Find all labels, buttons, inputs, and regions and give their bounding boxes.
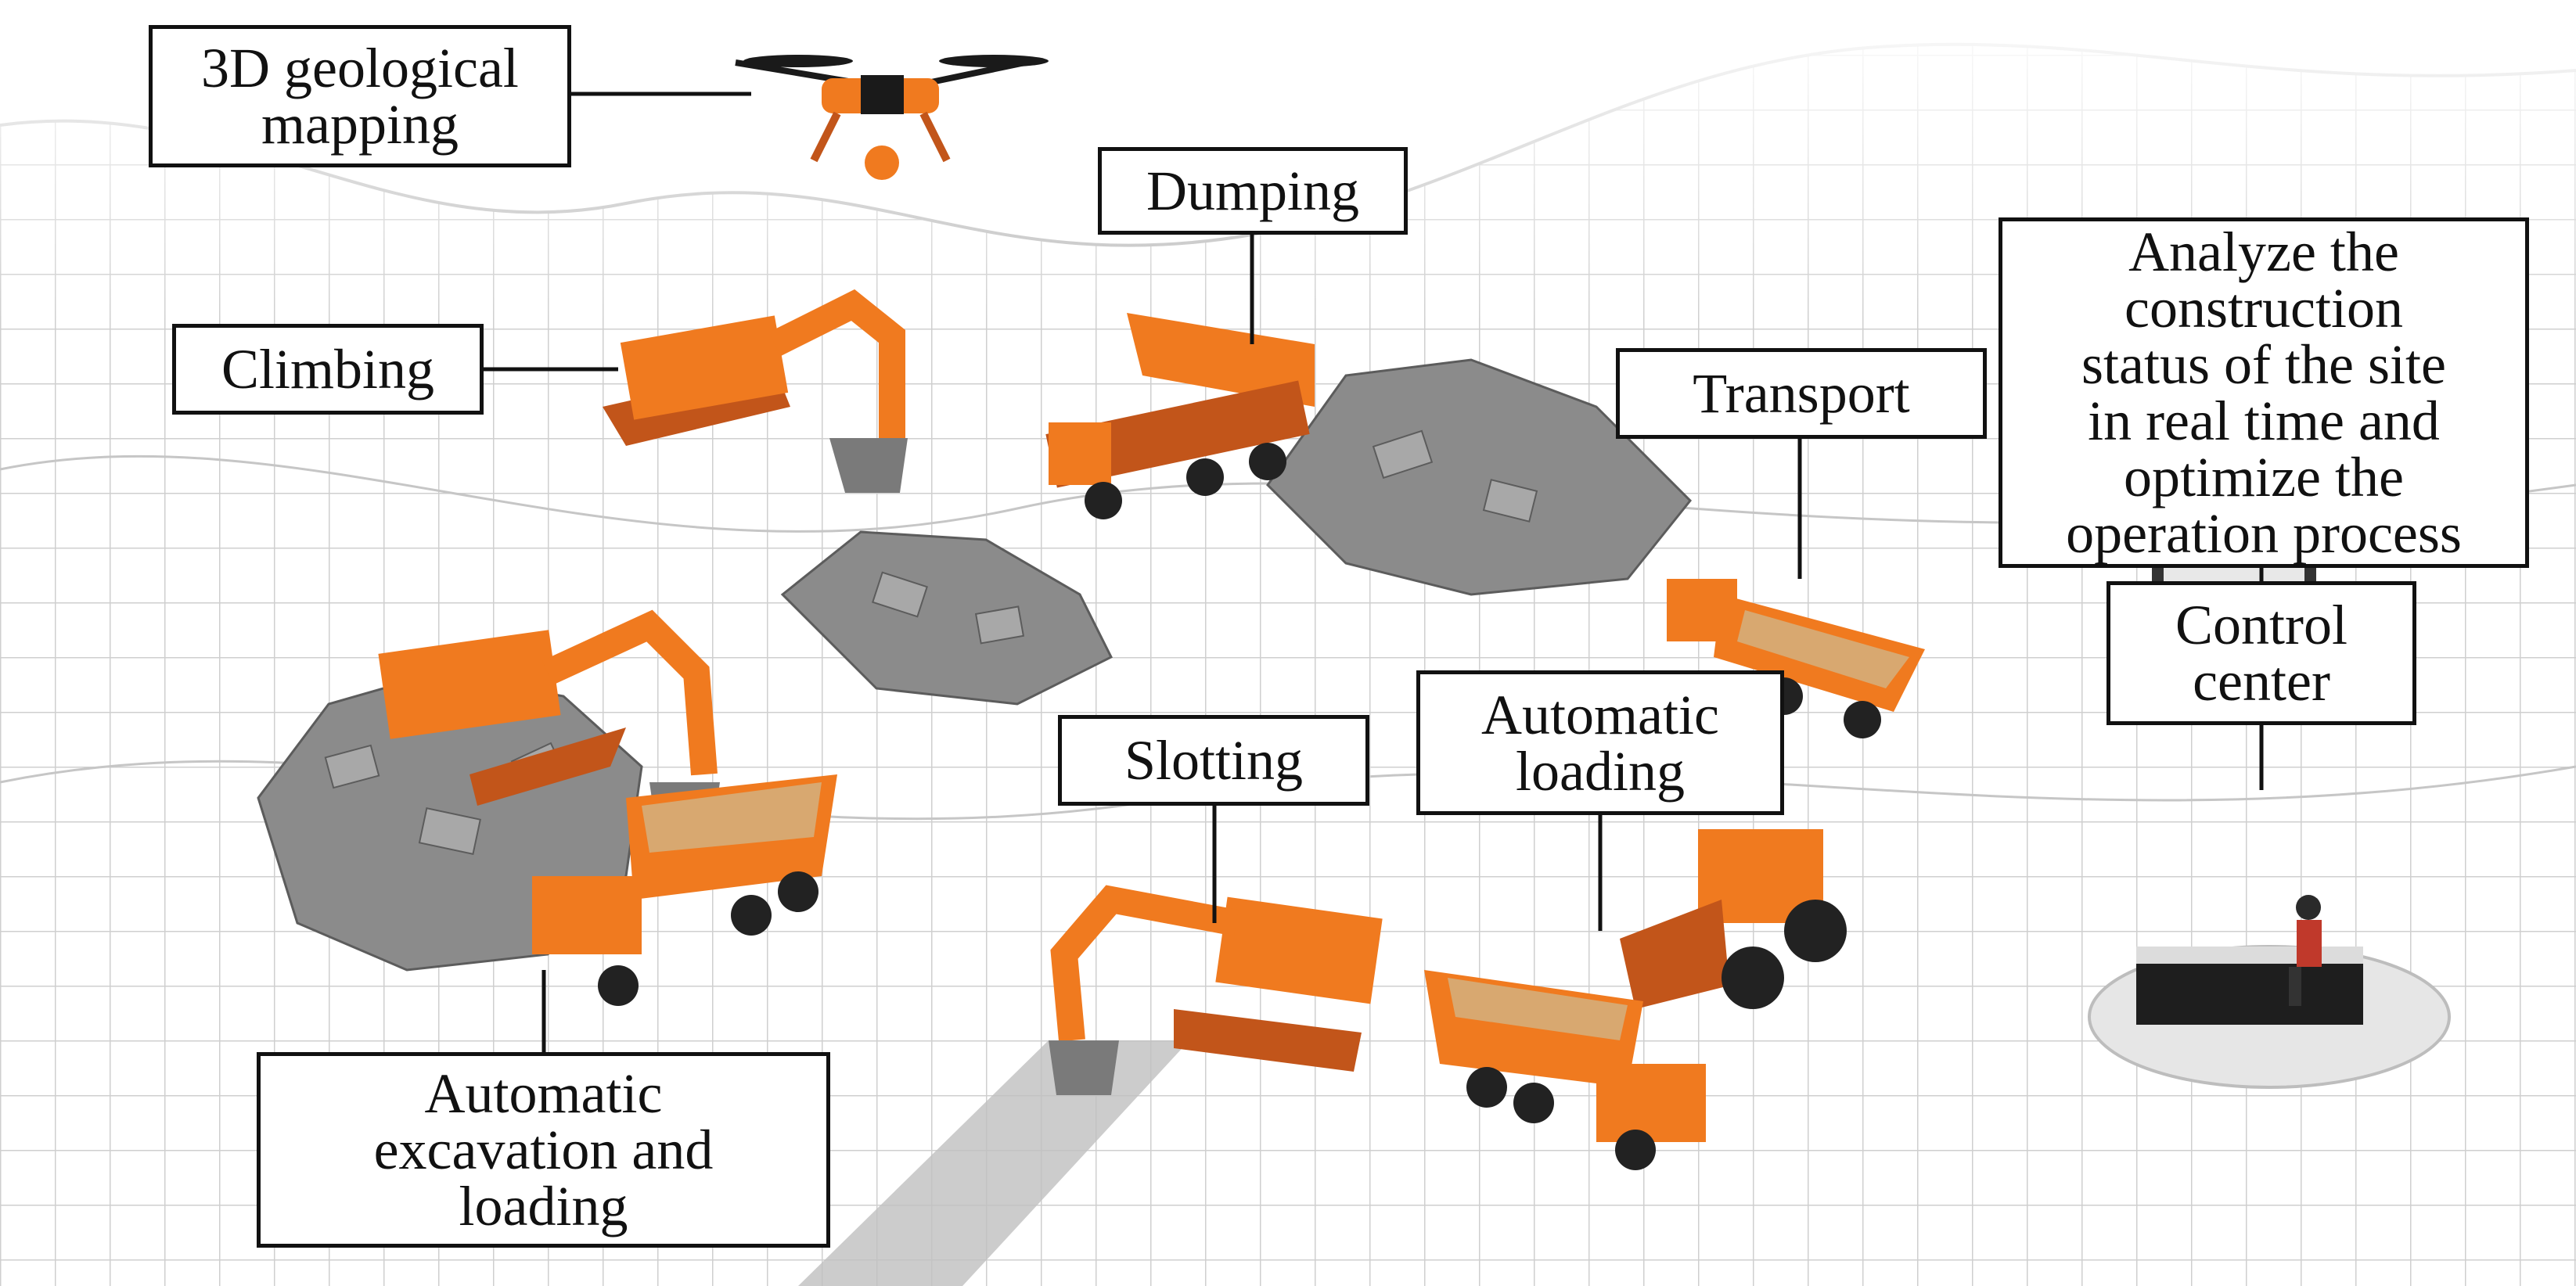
- excavator-icon: [1049, 885, 1383, 1095]
- label-slotting: Slotting: [1058, 715, 1369, 806]
- excavator-icon: [603, 289, 908, 493]
- label-3d-geological-mapping: 3D geological mapping: [149, 25, 571, 167]
- dump-truck-icon: [532, 774, 837, 1006]
- drone-icon: [735, 55, 1049, 180]
- label-transport: Transport: [1616, 348, 1987, 439]
- label-automatic-excavation-and-loading: Automatic excavation and loading: [257, 1052, 830, 1248]
- dump-truck-icon: [1045, 313, 1315, 519]
- operator-icon: [2289, 895, 2322, 1006]
- leader-lines: [481, 92, 2264, 1052]
- haul-road: [798, 1040, 1189, 1286]
- label-dumping: Dumping: [1098, 147, 1408, 235]
- label-automatic-loading: Automatic loading: [1416, 670, 1784, 815]
- label-analyze-construction-status: Analyze the construction status of the s…: [1999, 217, 2529, 568]
- dump-truck-icon: [1424, 970, 1706, 1170]
- label-control-center: Control center: [2106, 581, 2416, 725]
- wheel-loader-icon: [1620, 829, 1847, 1009]
- label-climbing: Climbing: [172, 324, 484, 415]
